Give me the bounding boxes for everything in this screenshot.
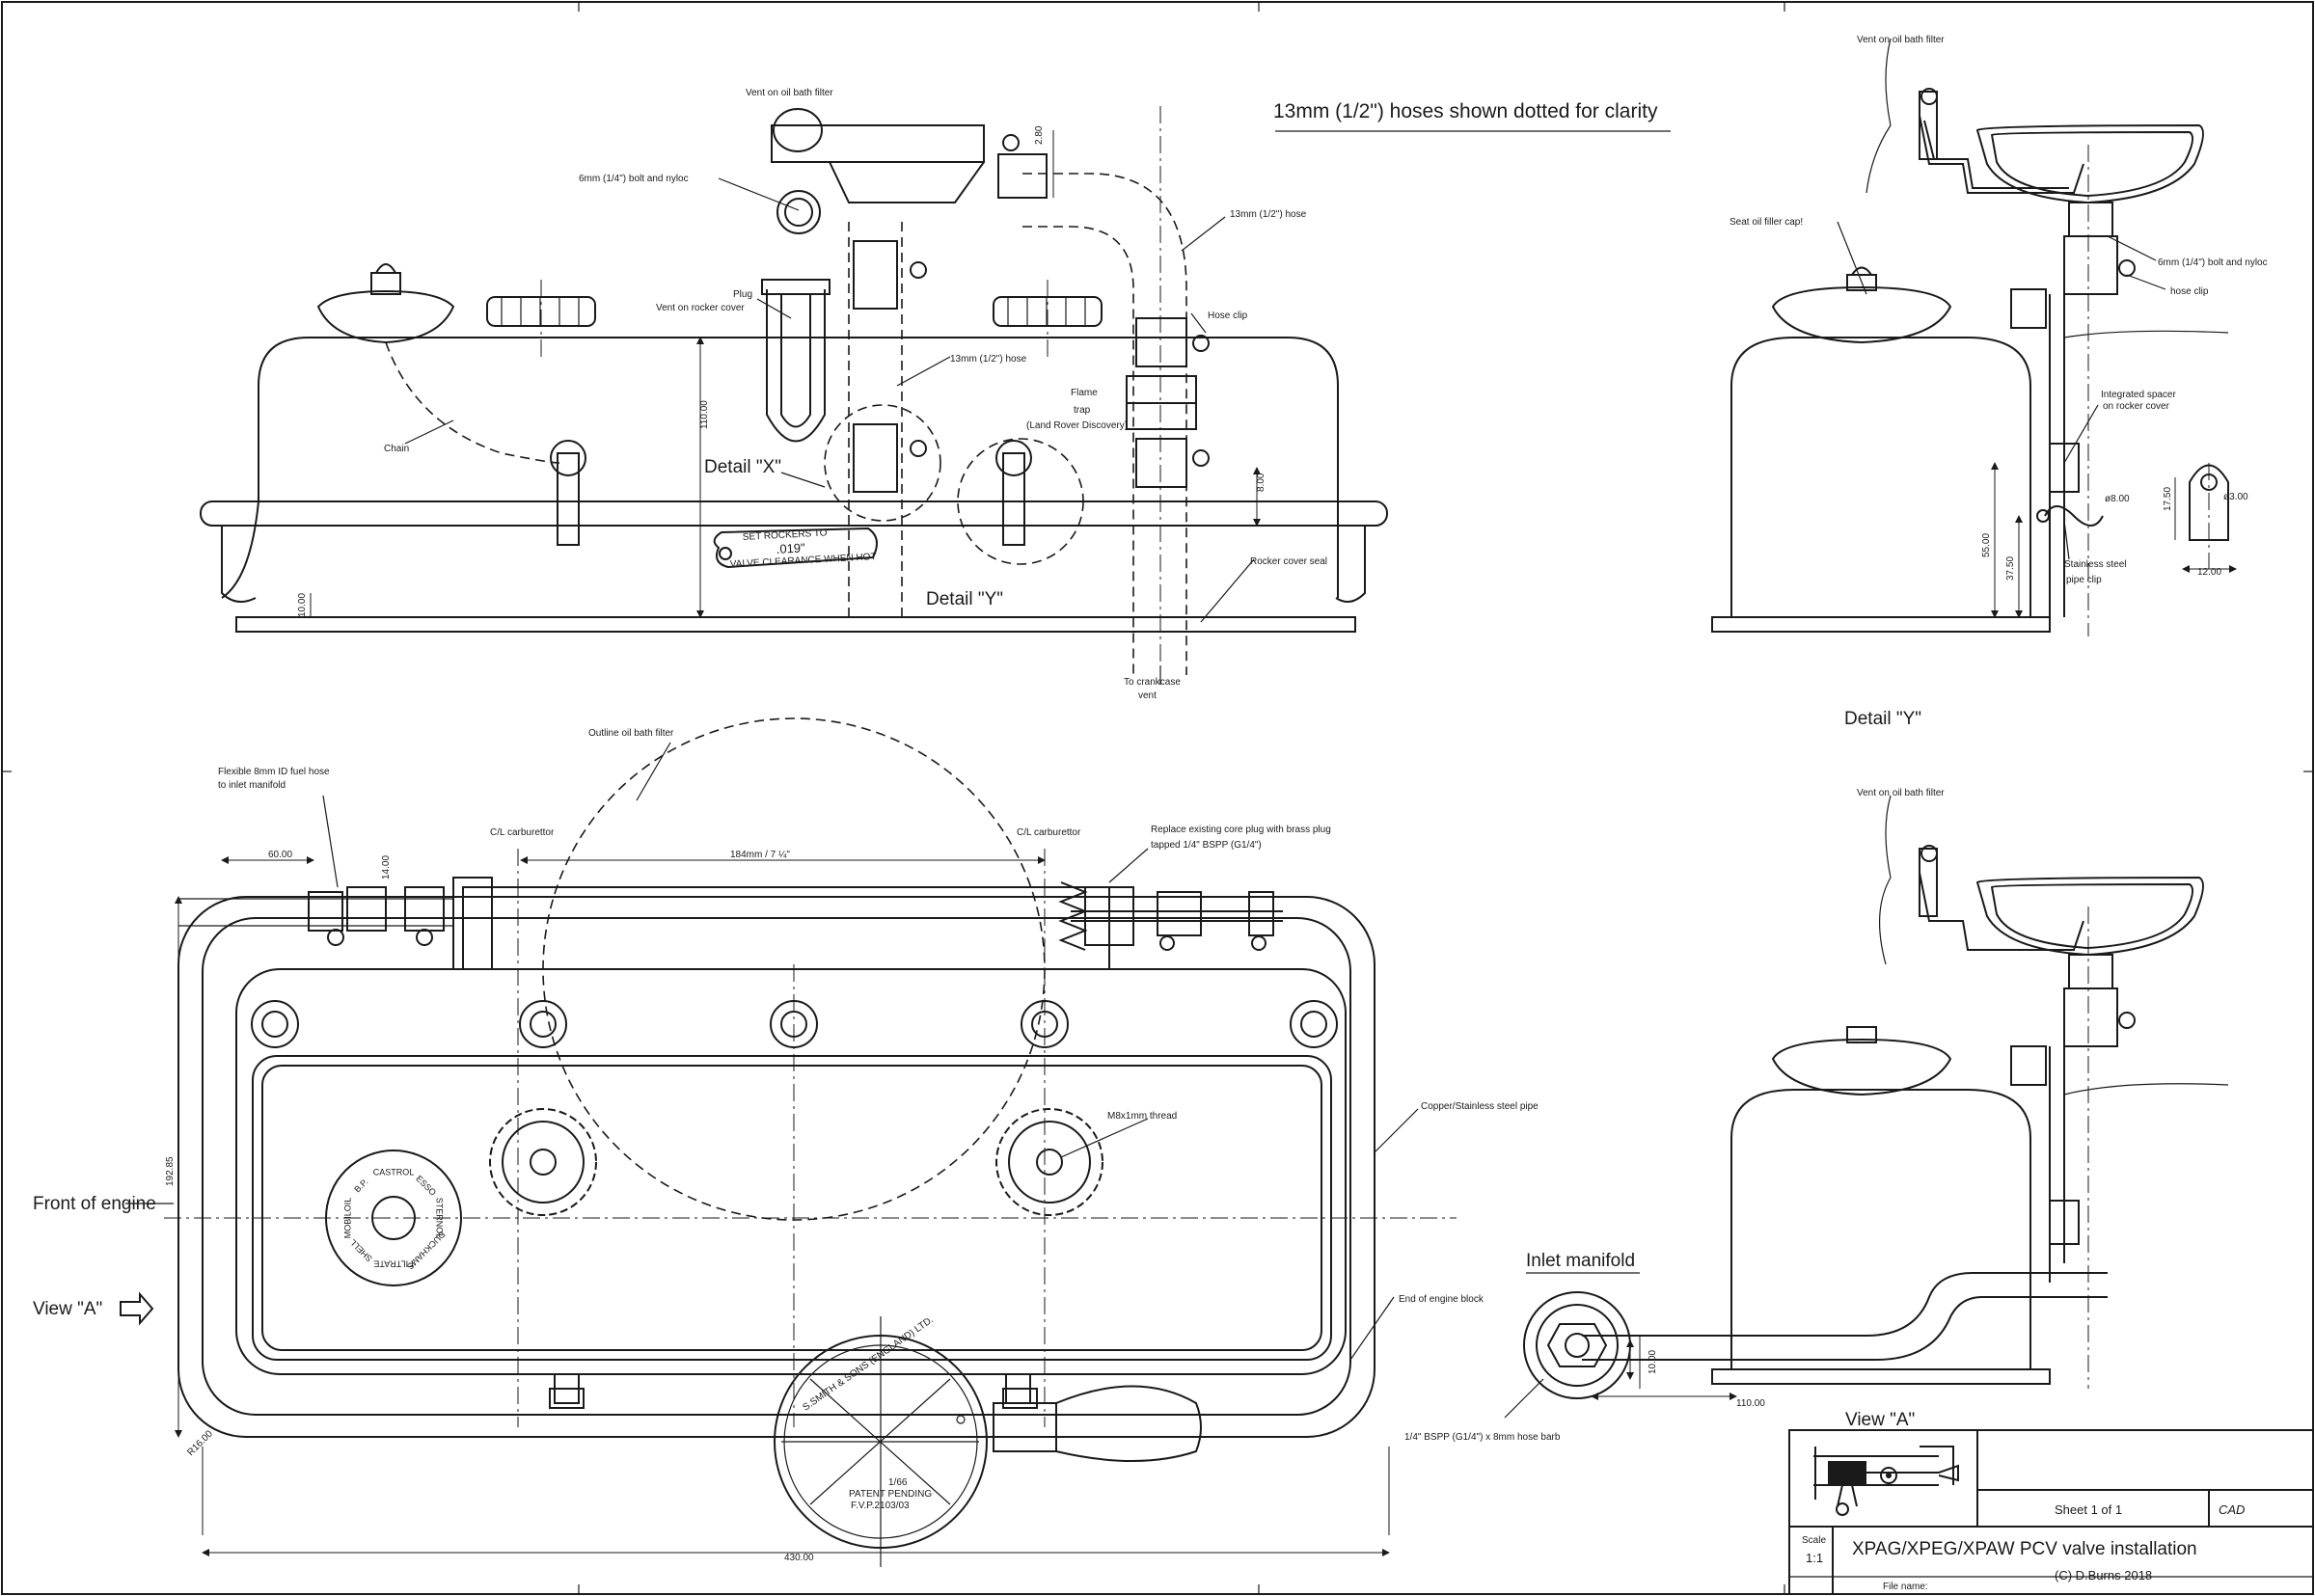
label-carb-right: C/L carburettor — [1017, 827, 1081, 838]
label-bolt-nyloc-side: 6mm (1/4") bolt and nyloc — [2158, 257, 2268, 268]
label-fuel-hose-2: to inlet manifold — [218, 780, 286, 791]
label-inlet-manifold: Inlet manifold — [1526, 1251, 1635, 1271]
dim-37-5: 37.50 — [2005, 556, 2016, 581]
scale-value: 1:1 — [1806, 1551, 1823, 1565]
oil-brand-label: CASTROL — [373, 1167, 415, 1177]
sheet-number: Sheet 1 of 1 — [2055, 1502, 2122, 1517]
smiths-patent: PATENT PENDING — [849, 1489, 932, 1500]
title-block: Sheet 1 of 1 CAD Scale 1:1 XPAG/XPEG/XPA… — [1788, 1429, 2314, 1595]
label-hose-mid: 13mm (1/2") hose — [950, 354, 1027, 365]
dim-192-85: 192.85 — [165, 1156, 176, 1186]
oil-brand-label: MOBILOIL — [342, 1198, 352, 1239]
view-a: Vent on oil bath filter Inlet manifold 1… — [1404, 788, 2229, 1443]
label-vent-filter-side: Vent on oil bath filter — [1857, 35, 1945, 45]
label-view-a-title: View "A" — [1845, 1410, 1915, 1430]
label-view-a-plan: View "A" — [33, 1299, 102, 1319]
plate-line-2: .019" — [776, 540, 805, 556]
label-core-plug-2: tapped 1/4" BSPP (G1/4") — [1151, 840, 1262, 851]
label-plug: Plug — [733, 289, 752, 300]
dim-60: 60.00 — [268, 850, 292, 860]
dim-2-80: 2.80 — [1034, 125, 1045, 145]
label-flame-1: Flame — [1071, 388, 1098, 398]
oil-brand-label: SHELL — [348, 1237, 374, 1263]
label-spacer-1: Integrated spacer — [2101, 390, 2176, 400]
label-pipe-clip-1: Stainless steel — [2064, 559, 2126, 570]
dim-430: 430.00 — [784, 1553, 814, 1563]
scale-label: Scale — [1802, 1535, 1826, 1546]
label-vent-filter-front: Vent on oil bath filter — [746, 88, 833, 98]
label-outline-filter: Outline oil bath filter — [588, 728, 674, 739]
label-hose-right: 13mm (1/2") hose — [1230, 209, 1307, 220]
cad-label: CAD — [2219, 1502, 2245, 1517]
drawing-title: XPAG/XPEG/XPAW PCV valve installation — [1852, 1539, 2197, 1559]
dim-17-5: 17.50 — [2163, 487, 2173, 511]
label-detail-y-side: Detail "Y" — [1844, 709, 1921, 729]
oil-brand-label: STERNOL — [435, 1198, 445, 1239]
side-view-detail-y: Vent on oil bath filter Seat oil filler … — [1711, 35, 2268, 729]
dim-r16: R16.00 — [185, 1428, 215, 1458]
label-detail-y-front: Detail "Y" — [926, 589, 1003, 609]
label-front-engine: Front of engine — [33, 1194, 156, 1214]
label-fuel-hose-1: Flexible 8mm ID fuel hose — [218, 767, 330, 777]
smiths-ref: 1/66 — [888, 1477, 908, 1488]
oil-brand-label: B.P. — [352, 1177, 369, 1194]
dim-10-front: 10.00 — [297, 593, 308, 617]
label-vent-filter-view-a: Vent on oil bath filter — [1857, 788, 1945, 798]
label-seat-cap: Seat oil filler cap! — [1729, 217, 1803, 228]
label-chain: Chain — [384, 444, 409, 454]
oil-brand-label: FILTRATE — [373, 1259, 413, 1269]
label-rocker-seal: Rocker cover seal — [1250, 556, 1327, 567]
dim-184: 184mm / 7 ¼" — [730, 849, 790, 860]
label-crankcase-2: vent — [1138, 690, 1157, 701]
label-thread: M8x1mm thread — [1107, 1111, 1177, 1122]
dim-110-front: 110.00 — [699, 400, 710, 429]
dim-14: 14.00 — [381, 855, 392, 879]
label-pipe-clip-2: pipe clip — [2066, 575, 2102, 585]
label-flame-3: (Land Rover Discovery) — [1026, 420, 1128, 431]
label-vent-rocker: Vent on rocker cover — [656, 303, 745, 313]
label-detail-x: Detail "X" — [704, 457, 781, 477]
dim-phi8: ø8.00 — [2105, 494, 2130, 504]
label-core-plug-1: Replace existing core plug with brass pl… — [1151, 825, 1331, 835]
dim-8-front: 8.00 — [1256, 473, 1266, 492]
label-bolt-nyloc-front: 6mm (1/4") bolt and nyloc — [579, 174, 689, 184]
front-elevation-view: SET ROCKERS TO .019" VALVE CLEARANCE WHE… — [200, 88, 1388, 701]
label-pipe: Copper/Stainless steel pipe — [1421, 1101, 1539, 1112]
label-carb-left: C/L carburettor — [490, 827, 555, 838]
view-a-arrow-icon — [120, 1291, 154, 1326]
oil-brands-ring: CASTROLESSOSTERNOLDUCKHAMSFILTRATESHELLM… — [342, 1167, 447, 1271]
dim-110-view-a: 110.00 — [1736, 1398, 1765, 1409]
label-crankcase-1: To crankcase — [1124, 677, 1181, 688]
label-hose-clip-side: hose clip — [2170, 286, 2209, 297]
oil-brand-label: ESSO — [414, 1174, 438, 1198]
biplane-logo-icon — [1813, 1446, 1959, 1516]
hoses-note: 13mm (1/2") hoses shown dotted for clari… — [1273, 100, 1658, 122]
smiths-maker: S.SMITH & SONS (ENGLAND) LTD. — [801, 1314, 936, 1413]
label-hose-barb: 1/4" BSPP (G1/4") x 8mm hose barb — [1404, 1432, 1561, 1443]
plate-line-1: SET ROCKERS TO — [743, 527, 828, 543]
label-hose-clip-front: Hose clip — [1208, 311, 1248, 321]
file-name-label: File name: — [1883, 1582, 1928, 1592]
dim-phi3: ø3.00 — [2223, 492, 2248, 502]
plan-view: CASTROLESSOSTERNOLDUCKHAMSFILTRATESHELLM… — [33, 717, 1539, 1567]
smiths-fvp: F.V.P.2103/03 — [851, 1501, 910, 1511]
label-spacer-2: on rocker cover — [2103, 401, 2170, 412]
dim-10-view-a: 10.00 — [1648, 1350, 1658, 1374]
dim-55: 55.00 — [1981, 533, 1992, 557]
label-end-block: End of engine block — [1399, 1294, 1484, 1305]
dim-12: 12.00 — [2197, 567, 2221, 578]
label-flame-2: trap — [1074, 405, 1091, 416]
copyright: (C) D.Burns 2018 — [2055, 1568, 2152, 1582]
